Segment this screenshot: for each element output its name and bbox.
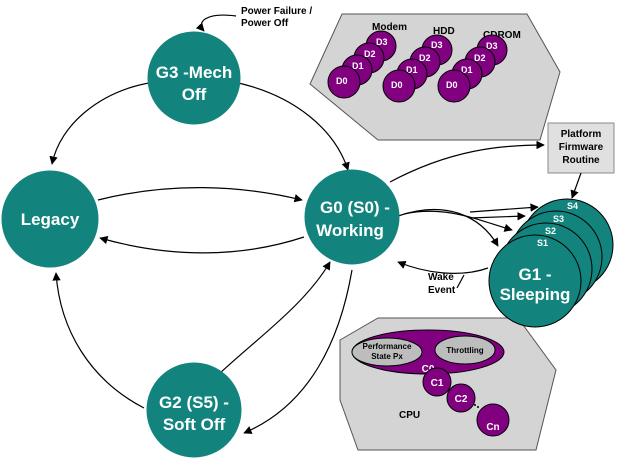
arrow-g0-to-s2 [403, 210, 513, 232]
arrow-g3-to-g0 [233, 81, 350, 171]
firmware-line: Firmware [559, 142, 604, 153]
d-state-label: D3 [431, 40, 443, 50]
d-state-circle [382, 69, 416, 103]
firmware-line: Platform [561, 129, 602, 140]
throttling-ellipse [434, 335, 496, 365]
arrow-g0-to-g2 [243, 269, 353, 434]
arrow-g2-to-g0 [217, 261, 331, 376]
sleep-state-label: S1 [537, 238, 548, 248]
d-state-label: D2 [419, 53, 431, 63]
g0-label: Working [316, 221, 384, 240]
c-state-label: C1 [431, 378, 444, 389]
c-state-label: Cn [486, 422, 499, 433]
legacy-circle [1, 170, 99, 268]
g1-label: G1 - [518, 265, 551, 284]
g0-label: G0 (S0) - [320, 198, 390, 217]
performance-state-label: Performance [363, 342, 412, 351]
cpu-label: CPU [399, 410, 420, 421]
arrow-g0-to-legacy [99, 236, 305, 254]
g0-circle [304, 169, 400, 265]
power-failure-label: Power Failure / [241, 6, 312, 17]
arrow-legacy-to-g0 [97, 187, 303, 203]
d-state-label: D3 [486, 41, 498, 51]
d-state-label: D2 [474, 53, 486, 63]
arrow-g2-to-legacy [52, 272, 145, 409]
wake-event-label: Event [428, 285, 456, 296]
device-group-label: HDD [433, 26, 455, 37]
sleep-state-label: S3 [553, 214, 564, 224]
arrow-g0-to-s4 [469, 203, 539, 213]
transition-arrows [49, 14, 582, 434]
modem-d-states: D3 D2 D1 D0 [327, 30, 397, 99]
c-state-label: C2 [455, 394, 468, 405]
d-state-label: D2 [364, 49, 376, 59]
arrow-firmware-to-s4 [570, 172, 582, 199]
arrow-g0-to-firmware [389, 140, 545, 183]
cn-circle [476, 403, 510, 437]
wake-event-leader [456, 274, 465, 289]
sleep-state-circle [488, 234, 582, 328]
device-group-label: Modem [372, 22, 407, 33]
g3-circle [147, 31, 241, 125]
d-state-label: D0 [446, 80, 458, 90]
g3-state: G3 -Mech Off [147, 31, 241, 125]
g2-label: G2 (S5) - [159, 393, 229, 412]
d-state-label: D0 [336, 76, 348, 86]
sleep-states-stack: S4 S3 S2 S1 G1 - Sleeping [488, 198, 614, 328]
firmware-line: Routine [562, 155, 600, 166]
power-failure-label: Power Off [241, 18, 289, 29]
g2-circle [146, 362, 242, 458]
d-state-label: D1 [461, 65, 473, 75]
legacy-label: Legacy [21, 210, 80, 229]
ellipsis-dot [474, 404, 476, 406]
arrow-g0-to-s3 [469, 212, 526, 221]
d-state-label: D1 [352, 61, 364, 71]
d-state-label: D3 [376, 37, 388, 47]
wake-event-label: Wake [428, 272, 454, 283]
g3-label: G3 -Mech [156, 63, 233, 82]
device-group-label: CDROM [483, 30, 521, 41]
d-state-label: D0 [391, 80, 403, 90]
arrow-g3-to-legacy [49, 81, 156, 165]
sleep-state-label: S4 [567, 201, 578, 211]
legacy-state: Legacy [1, 170, 99, 268]
hdd-d-states: D3 D2 D1 D0 [382, 34, 453, 103]
g2-label: Soft Off [163, 415, 226, 434]
d-state-circle [437, 69, 471, 103]
performance-state-label: State Px [371, 352, 403, 361]
ellipsis-dot [477, 406, 479, 408]
cpu-c-states: Performance State Px Throttling C0 C1 C2… [351, 329, 510, 437]
sleep-state-label: S2 [545, 226, 556, 236]
g2-state: G2 (S5) - Soft Off [146, 362, 242, 458]
c2-circle [446, 383, 476, 413]
arrow-g0-to-s1 [397, 208, 499, 247]
g3-label: Off [182, 85, 207, 104]
d-state-label: D1 [406, 65, 418, 75]
c-state-label: C0 [422, 364, 435, 375]
performance-state-ellipse [351, 337, 423, 367]
throttling-label: Throttling [446, 346, 483, 355]
cdrom-d-states: D3 D2 D1 D0 [437, 34, 508, 103]
d-state-circle [327, 65, 361, 99]
arrow-power-failure-to-g3 [195, 14, 237, 32]
arrow-wake-event [397, 260, 489, 274]
c1-circle [422, 367, 452, 397]
g1-label: Sleeping [500, 285, 571, 304]
g0-state: G0 (S0) - Working [304, 169, 400, 265]
